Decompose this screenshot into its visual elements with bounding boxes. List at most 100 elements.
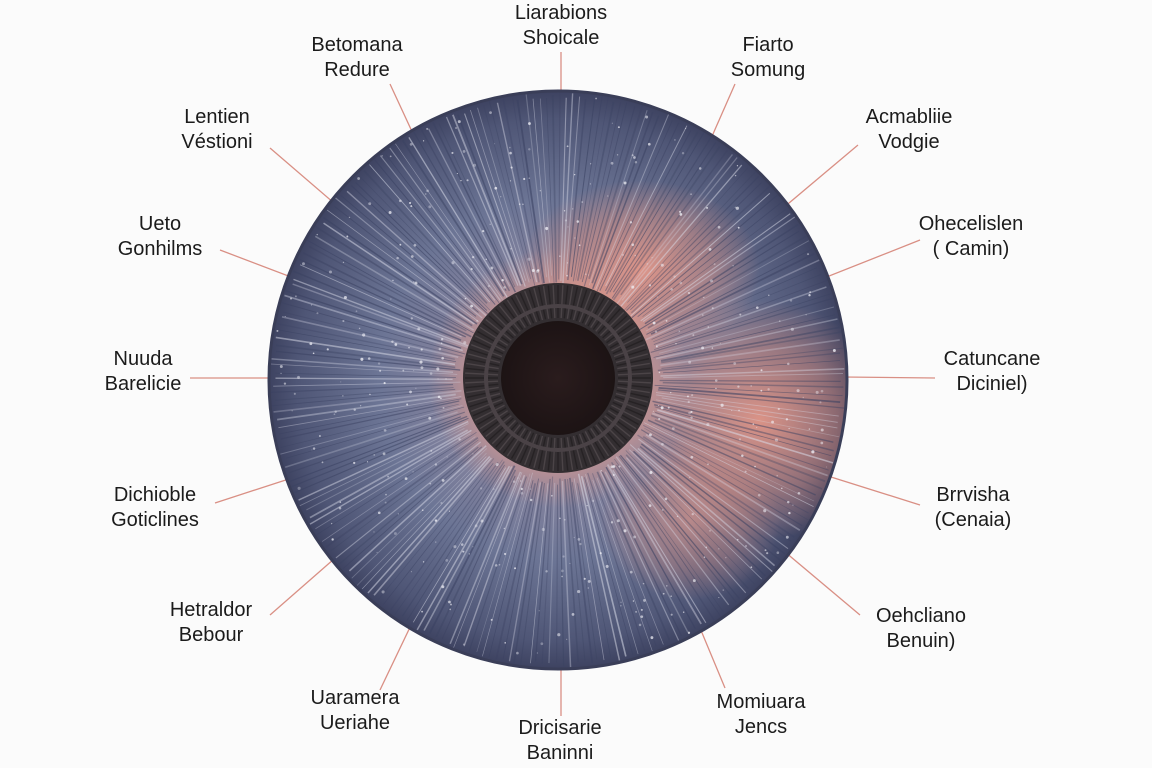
iris-speckle [674,139,676,141]
iris-fiber [659,379,841,382]
iris-speckle [440,342,443,344]
pupil-ring-ridge [584,431,601,462]
pupil-ring-ridge [614,348,647,361]
iris-speckle [600,470,602,472]
iris-fiber [620,164,743,307]
iris-fiber [580,475,627,657]
iris-speckle [790,327,794,331]
iris-fiber [625,454,749,589]
iris-speckle [640,615,644,619]
iris-speckle [703,296,705,299]
iris-speckle [441,356,444,360]
pupil-ring-ridge [599,311,625,337]
iris-fiber [356,452,487,587]
iris-speckle [766,552,769,555]
iris-fiber [468,476,527,652]
pupil-ring-ridge [612,339,644,355]
iris-speckle [671,427,675,430]
iris-fiber [346,190,487,317]
iris-speckle [579,542,582,546]
iris-fiber [464,113,526,287]
pupil-ring-ridge [519,432,535,464]
iris-speckle [658,371,661,374]
iris-speckle [755,306,759,309]
iris-speckle [771,420,775,424]
iris-speckle [566,638,568,640]
iris-fiber [655,318,838,360]
iris-speckle [711,347,714,349]
iris-speckle [367,357,371,360]
pupil-ring-ridge [485,318,512,341]
pupil-ring-ridge [609,330,639,349]
pupil-ring-ridge [581,432,597,464]
iris-fiber [469,109,527,281]
iris-fiber [413,131,507,292]
iris-fiber [325,436,479,548]
pupil-ring-ridge [617,372,651,376]
iris-speckle [687,631,691,634]
iris-speckle [316,312,319,315]
iris-fiber [653,314,835,358]
iris-fiber [572,95,603,282]
iris-speckle [646,263,648,265]
iris-fiber [663,360,840,374]
iris-speckle [529,488,531,490]
iris-speckle [792,504,794,506]
iris-speckle [442,406,445,409]
iris-fiber [644,223,799,325]
iris-speckle [776,551,780,555]
iris-fiber [639,445,782,562]
iris-fiber [361,456,487,590]
iris-fiber [662,381,844,388]
iris-fiber [562,93,574,284]
iris-speckles [276,97,836,655]
iris-speckle [599,552,602,555]
label-top-left-2-line-2: Véstioni [181,131,253,153]
iris-fiber [619,454,740,600]
iris-speckle [541,527,545,532]
iris-fiber [604,471,689,633]
iris-fiber [605,131,699,295]
iris-speckle [673,275,676,278]
iris-fiber [416,465,511,631]
pupil-ring-ridge [590,427,610,457]
iris-fiber [588,105,644,280]
iris-speckle [528,177,531,179]
pupil-ring-ridge [537,286,547,320]
iris-speckle [664,497,668,501]
iris-speckle [393,532,397,535]
iris-speckle [619,604,622,607]
iris-speckle [616,154,619,156]
label-bottom-line-1: Dricisarie [518,717,602,739]
iris-speckle [426,127,429,130]
iris-fiber [661,397,838,429]
pupil-ring-ridge [533,287,544,321]
pupil-ring-ridge [467,353,501,364]
iris-speckle [649,470,653,475]
label-left-3: Ueto Gonhilms [85,212,235,262]
iris-speckle [640,608,643,611]
iris-speckle [297,375,300,379]
iris-fiber [284,289,462,349]
pupil-ring-ridge [592,302,614,330]
iris-fiber [654,384,843,397]
iris-speckle [643,598,646,602]
pupil-ring-ridge [615,392,649,403]
iris-fiber [288,411,466,474]
label-left-5-line-1: Dichioble [113,484,197,506]
iris-speckle [564,219,568,222]
iris-speckle [445,378,447,380]
iris-speckle [493,488,495,490]
pupil-ring-ridge [587,429,606,459]
iris-speckle [731,410,733,412]
iris-fiber [284,294,464,352]
iris-fiber [278,396,462,429]
iris-speckle [342,395,344,397]
pupil-ring-ridge [506,427,526,457]
iris-speckle [629,570,633,574]
pupil-ring-ridge [606,322,634,344]
iris-fiber [457,114,523,285]
iris-fiber [605,466,696,629]
pupil-ring-ridge [502,426,524,454]
